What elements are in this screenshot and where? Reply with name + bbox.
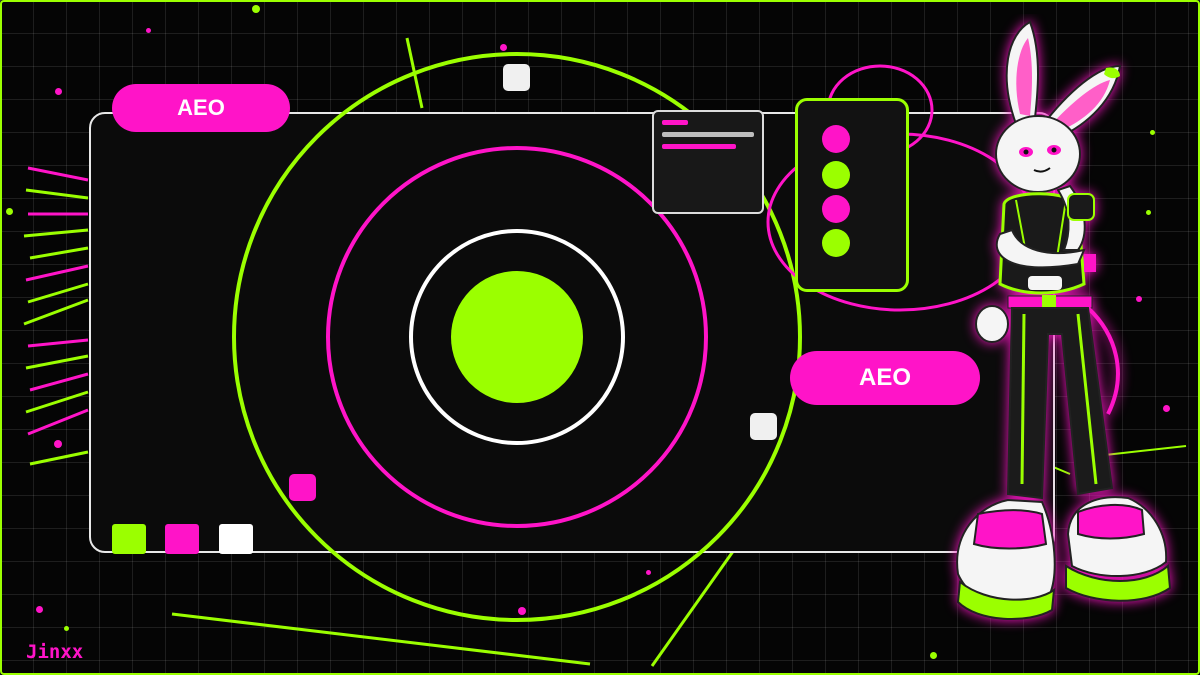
sparkle-dot: [252, 5, 260, 13]
sparkle-dot: [518, 607, 526, 615]
sparkle-dot: [1163, 405, 1170, 412]
sparkle-dot: [146, 28, 151, 33]
sparkle-dot: [55, 88, 62, 95]
sparkle-dot: [1136, 296, 1142, 302]
phone-dot-green-2: [822, 229, 850, 257]
aeo-badge-top: AEO: [112, 84, 290, 132]
magenta-square: [289, 474, 316, 501]
white-square-top: [503, 64, 530, 91]
sparkle-dot: [1146, 210, 1151, 215]
aeo-badge-right: AEO: [790, 351, 980, 405]
sparkle-dot: [1150, 130, 1155, 135]
sparkle-dot: [6, 208, 13, 215]
swatch-green: [112, 524, 146, 554]
phone-dot-magenta-2: [822, 195, 850, 223]
sparkle-dot: [64, 626, 69, 631]
card-line-2: [662, 132, 754, 137]
phone-dot-green-1: [822, 161, 850, 189]
phone-dot-magenta-1: [822, 125, 850, 153]
card-line-1: [662, 120, 688, 125]
phone-icon: [795, 98, 909, 292]
swatch-magenta: [165, 524, 199, 554]
brand-signature: Jinxx: [26, 641, 84, 663]
sparkle-dot: [500, 44, 507, 51]
sparkle-dot: [36, 606, 43, 613]
text-card-icon: [652, 110, 764, 214]
white-square-right: [750, 413, 777, 440]
sparkle-dot: [646, 570, 651, 575]
bunny-mascot-icon: [956, 20, 1172, 620]
card-line-3: [662, 144, 736, 149]
sparkle-dot: [930, 652, 937, 659]
swatch-white: [219, 524, 253, 554]
sparkle-dot: [54, 440, 62, 448]
